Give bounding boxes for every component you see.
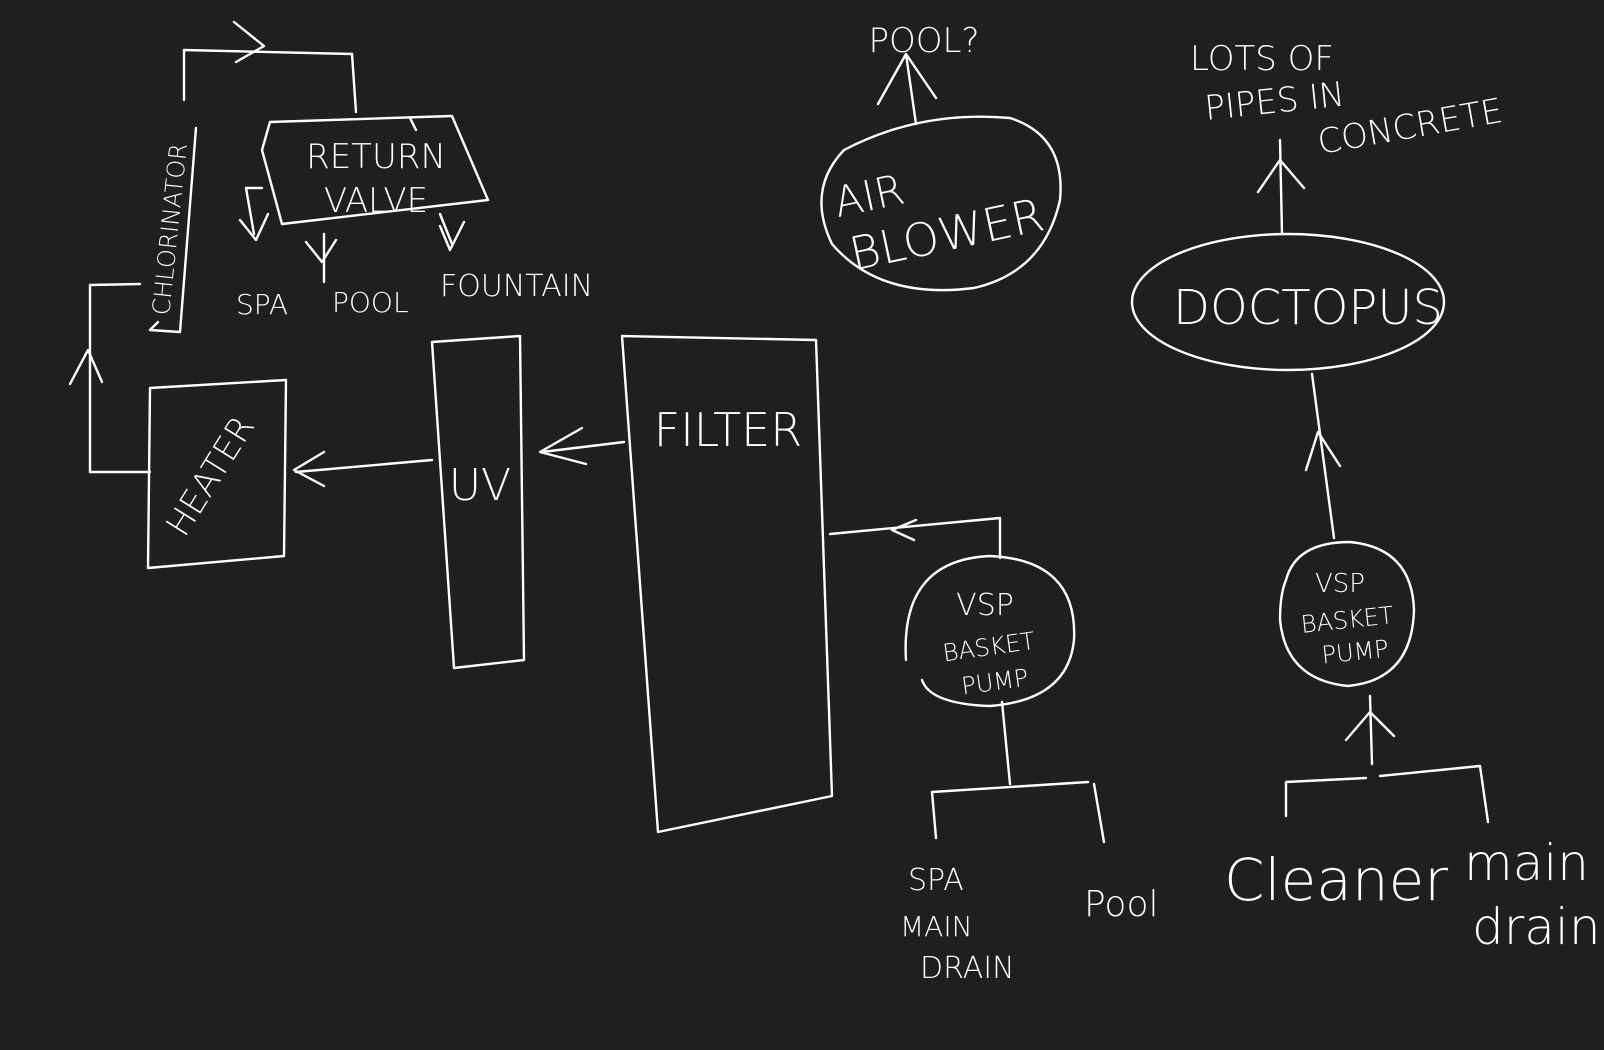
pool-question-label: POOL?	[868, 21, 979, 61]
chlorinator-line	[148, 126, 198, 334]
filter-box	[620, 334, 834, 834]
lots-of-pipes-line1: LOTS OF	[1190, 39, 1334, 79]
fountain-label: FOUNTAIN	[440, 269, 593, 304]
pool-output-arrow	[304, 232, 338, 284]
filter-node: FILTER	[620, 334, 834, 834]
filter-label: FILTER	[654, 403, 802, 457]
vsp-pump-2-node: VSP BASKET PUMP	[1278, 540, 1416, 688]
return-valve-node: RETURN VALVE	[260, 114, 490, 226]
cleaner-label: Cleaner	[1224, 846, 1448, 914]
air-blower-circle	[820, 115, 1062, 292]
return-valve-label-line1: RETURN	[306, 137, 446, 177]
spa-label: SPA	[236, 288, 288, 321]
uv-node: UV	[430, 334, 526, 670]
spa-output-arrow	[238, 186, 270, 242]
pump2-suction-pipes	[1284, 764, 1490, 824]
vsp-pump-2-label-line3: PUMP	[1320, 635, 1390, 670]
fountain-output-arrow	[438, 212, 466, 252]
chlorinator-to-return-pipe	[182, 48, 358, 114]
doctopus-label: DOCTOPUS	[1173, 280, 1443, 336]
pump2-to-doctopus-pipe	[1304, 372, 1342, 540]
return-valve-label-line2: VALVE	[324, 181, 428, 221]
filter-to-uv-pipe	[538, 426, 626, 466]
heater-to-chlorinator-pipe	[88, 282, 152, 474]
main-drain-line1: main	[1464, 834, 1589, 892]
main-drain-line2: drain	[1472, 898, 1601, 956]
spa-main-drain-line2: MAIN	[900, 910, 973, 943]
vsp-pump-1-label-line1: VSP	[956, 588, 1014, 623]
vsp-pump-2-label-line1: VSP	[1315, 569, 1365, 599]
heater-box	[146, 378, 288, 570]
air-blower-to-pool-pipe	[876, 52, 938, 126]
doctopus-node: DOCTOPUS	[1130, 232, 1446, 372]
pipe-arrow-right	[232, 20, 266, 64]
spa-main-drain-line1: SPA	[908, 863, 964, 898]
suction-to-pump2-pipe	[1344, 694, 1396, 766]
pool-label: POOL	[332, 286, 409, 319]
doctopus-ellipse	[1130, 232, 1446, 372]
doctopus-to-concrete-pipe	[1256, 138, 1306, 236]
spa-main-drain-line3: DRAIN	[920, 951, 1015, 986]
uv-box	[430, 334, 526, 670]
pump1-suction-pipes	[930, 700, 1106, 844]
uv-to-heater-pipe	[292, 450, 434, 488]
pipe-arrow-up	[68, 348, 104, 386]
vsp-pump-2-circle	[1278, 540, 1416, 688]
vsp-pump-1-circle	[904, 554, 1076, 708]
return-valve-box	[260, 114, 490, 226]
return-valve-tick	[408, 116, 418, 132]
pump1-to-filter-pipe	[828, 516, 1002, 560]
uv-label: UV	[449, 460, 511, 511]
pool-lower-label: Pool	[1084, 884, 1158, 925]
